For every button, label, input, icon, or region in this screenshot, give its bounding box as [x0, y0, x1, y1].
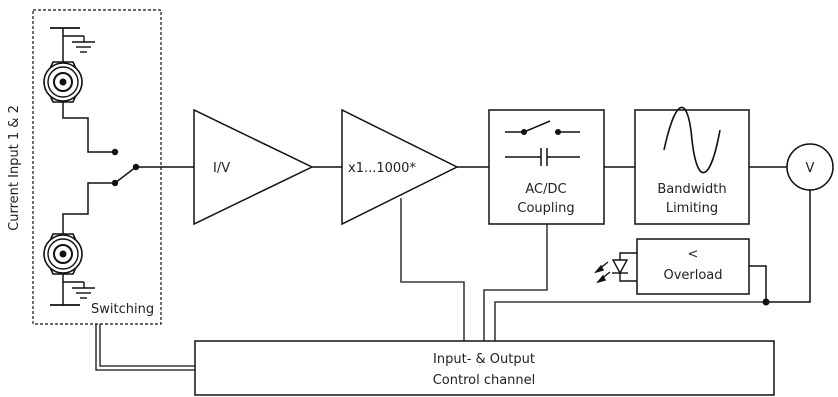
acdc-coupling-block: AC/DC Coupling [488, 109, 605, 225]
sine-wave-icon [663, 106, 721, 174]
bnc-connector-bottom [43, 233, 95, 306]
bandwidth-label-1: Bandwidth [657, 182, 726, 197]
iv-label: I/V [213, 161, 230, 176]
control-wiring [95, 198, 766, 371]
voltmeter: V [786, 143, 834, 191]
control-label-2: Control channel [433, 373, 536, 388]
iv-converter: I/V [193, 108, 314, 226]
switching-label: Switching [91, 302, 154, 317]
overload-symbol: < [688, 247, 699, 262]
bandwidth-limiting-block: Bandwidth Limiting [634, 106, 750, 225]
input-side-label: Current Input 1 & 2 [7, 105, 22, 231]
control-channel-block: Input- & Output Control channel [194, 340, 775, 396]
overload-wiring [749, 190, 811, 303]
bnc-connector-top [43, 27, 95, 103]
overload-led-icon [594, 252, 637, 284]
control-label-1: Input- & Output [433, 352, 535, 367]
input-selector-switch [111, 148, 194, 187]
gain-label: x1...1000* [348, 161, 416, 176]
acdc-label-1: AC/DC [525, 182, 566, 197]
bandwidth-label-2: Limiting [666, 201, 718, 216]
overload-block: < Overload [636, 238, 750, 295]
acdc-label-2: Coupling [517, 201, 574, 216]
overload-label: Overload [663, 268, 722, 283]
switch-wires [62, 102, 115, 234]
voltmeter-label: V [806, 161, 815, 176]
gain-amplifier: x1...1000* [341, 108, 459, 226]
